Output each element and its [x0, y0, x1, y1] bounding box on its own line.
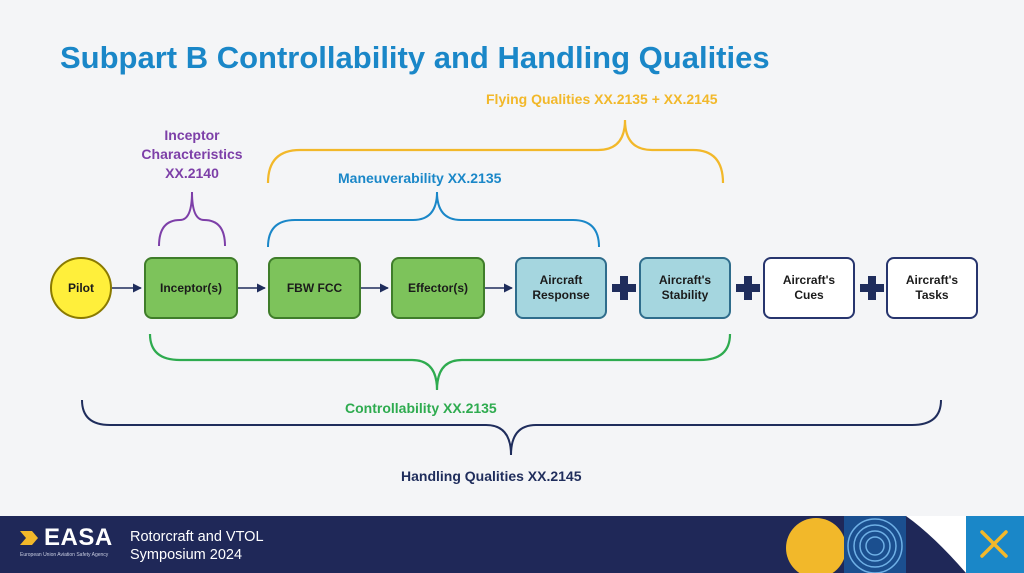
footer-bar: EASA European Union Aviation Safety Agen… — [0, 516, 1024, 573]
flying-qualities-bracket — [266, 119, 725, 184]
sun-circle-icon — [786, 518, 846, 573]
concentric-circles-icon — [847, 518, 903, 573]
plus-icon — [612, 276, 636, 300]
pilot-label: Pilot — [68, 280, 94, 295]
symposium-line1: Rotorcraft and VTOL — [130, 529, 264, 545]
cues-line1: Aircraft's — [782, 273, 836, 287]
plus-icon — [860, 276, 884, 300]
inceptors-node: Inceptor(s) — [144, 257, 238, 319]
page-title: Subpart B Controllability and Handling Q… — [60, 40, 770, 75]
inceptor-label-line1: Inceptor — [164, 127, 220, 143]
symposium-title: Rotorcraft and VTOL Symposium 2024 — [130, 528, 264, 564]
controllability-label: Controllability XX.2135 — [345, 400, 497, 416]
symposium-line2: Symposium 2024 — [130, 547, 243, 563]
plus-icon — [736, 276, 760, 300]
pilot-node: Pilot — [50, 257, 112, 319]
stability-line2: Stability — [661, 288, 709, 302]
response-line2: Response — [532, 288, 590, 302]
fbw-fcc-node: FBW FCC — [268, 257, 361, 319]
inceptors-label: Inceptor(s) — [159, 280, 222, 295]
stability-line1: Aircraft's — [658, 273, 712, 287]
inceptor-label-line2: Characteristics — [141, 146, 243, 162]
easa-logo-icon — [20, 531, 38, 545]
tasks-line2: Tasks — [915, 288, 949, 302]
effectors-label: Effector(s) — [407, 280, 468, 295]
handling-qualities-label: Handling Qualities XX.2145 — [401, 468, 582, 484]
fbw-fcc-label: FBW FCC — [286, 280, 343, 295]
handling-qualities-bracket — [81, 399, 942, 456]
footer-decoration — [786, 516, 1024, 573]
inceptor-bracket — [158, 191, 226, 247]
cues-line2: Cues — [794, 288, 824, 302]
maneuverability-label: Maneuverability XX.2135 — [338, 170, 502, 186]
inceptor-characteristics-label: Inceptor Characteristics XX.2140 — [124, 126, 260, 183]
inceptor-label-line3: XX.2140 — [165, 165, 219, 181]
flying-qualities-label: Flying Qualities XX.2135 + XX.2145 — [486, 91, 718, 107]
controllability-bracket — [148, 333, 732, 391]
response-line1: Aircraft — [539, 273, 583, 287]
maneuverability-bracket — [267, 191, 600, 248]
easa-logo-text: EASA — [44, 524, 113, 551]
tasks-line1: Aircraft's — [905, 273, 959, 287]
easa-logo-subtitle: European Union Aviation Safety Agency — [20, 552, 109, 558]
x-icon — [980, 530, 1008, 558]
effectors-node: Effector(s) — [391, 257, 485, 319]
